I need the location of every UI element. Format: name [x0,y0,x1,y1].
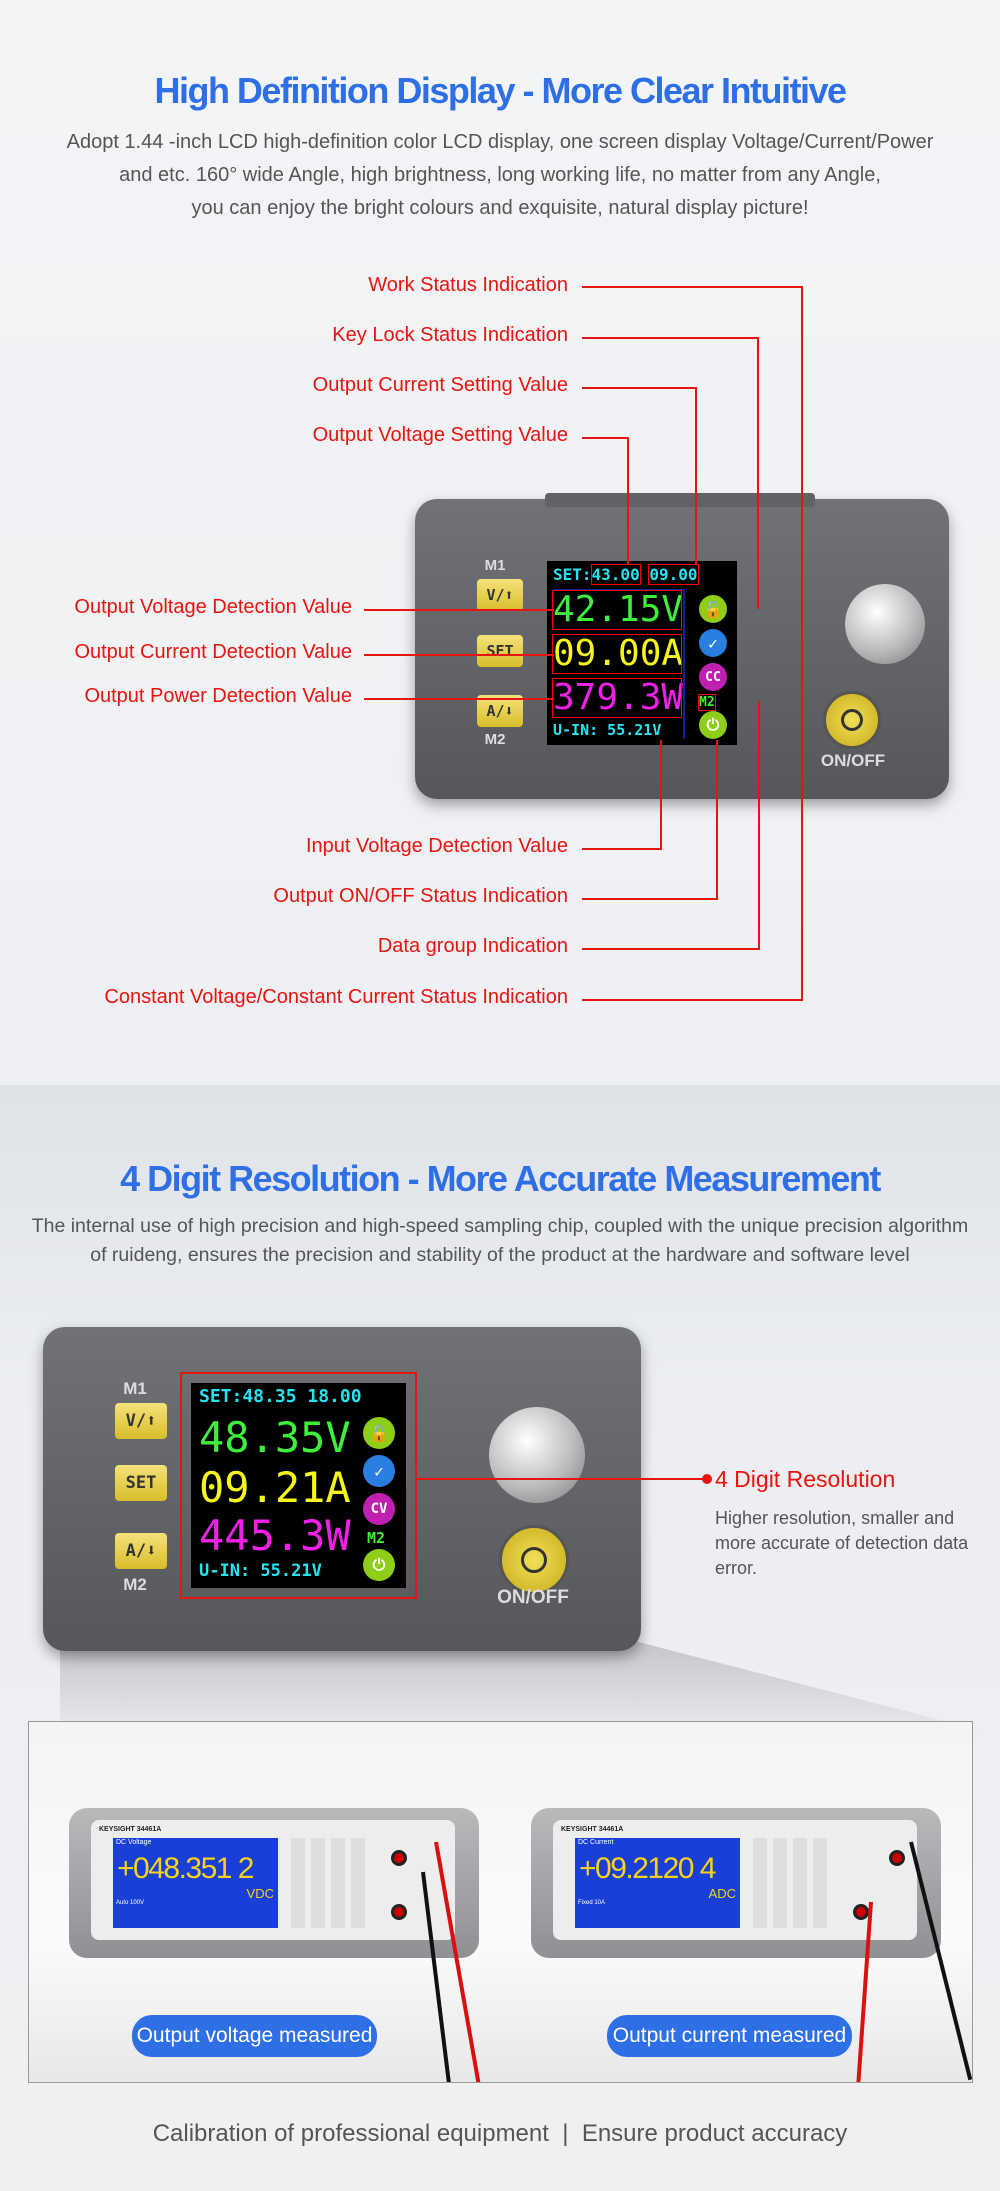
label-work-status: Work Status Indication [368,274,568,296]
section1-title: High Definition Display - More Clear Int… [154,70,847,111]
current-down-button[interactable]: A/⬇ [477,695,523,727]
device-panel: M1 V/⬆ SET A/⬇ M2 ON/OFF [415,493,949,799]
multimeter-current: KEYSIGHT 34461A DC Current +09.2120 4 AD… [531,1808,941,1958]
group-indicator: M2 [367,1529,386,1547]
lcd-screen: SET:43.00 09.00 42.15V 09.00A 379.3W U-I… [547,561,737,745]
section2-title: 4 Digit Resolution - More Accurate Measu… [120,1158,881,1199]
label-key-lock: Key Lock Status Indication [332,324,568,346]
power-icon [521,1547,547,1573]
current-reading: 09.21A [199,1463,351,1512]
cc-status-icon: CC [699,663,727,691]
label-input-voltage: Input Voltage Detection Value [305,835,568,857]
unlock-icon: 🔓 [363,1417,395,1449]
label-voltage-detection: Output Voltage Detection Value [74,596,352,618]
meter-range: Auto 100V [116,1900,145,1906]
meter-mode: DC Voltage [116,1839,152,1846]
current-measured-badge: Output current measured [607,2015,852,2057]
label-onoff-status: Output ON/OFF Status Indication [273,885,568,907]
voltage-up-button[interactable]: V/⬆ [115,1403,167,1439]
para-line: of ruideng, ensures the precision and st… [90,1244,910,1266]
voltage-measured-badge: Output voltage measured [132,2015,377,2057]
power-icon [841,709,863,731]
power-reading: 379.3W [552,677,684,718]
voltage-reading: 42.15V [552,589,684,630]
set-values: SET:48.35 18.00 [199,1386,362,1407]
meter-unit: ADC [708,1886,736,1901]
meter-reading: +048.351 2 [117,1852,254,1885]
resolution-highlight [180,1372,417,1599]
callout-line: Higher resolution, smaller and [715,1508,955,1528]
cv-status-icon: CV [363,1493,395,1525]
set-label: SET: [553,565,592,584]
meter-brand: KEYSIGHT [561,1826,597,1833]
power-button[interactable] [823,691,881,749]
set-current: 09.00 [648,564,699,585]
meter-model: 34461A [136,1826,162,1833]
footer-tagline: Calibration of professional equipment | … [152,2120,848,2147]
meter-brand: KEYSIGHT [99,1826,135,1833]
callout-line: error. [715,1558,758,1578]
label-data-group: Data group Indication [377,935,568,957]
label-current-detection: Output Current Detection Value [74,641,352,663]
input-voltage-reading: U-IN: 55.21V [553,721,662,739]
rotary-knob[interactable] [489,1407,585,1503]
section1-paragraph: Adopt 1.44 -inch LCD high-definition col… [0,126,1000,225]
voltage-up-button[interactable]: V/⬆ [477,579,523,611]
group-indicator: M2 [698,694,716,711]
para-line: and etc. 160° wide Angle, high brightnes… [119,164,881,186]
meter-unit: VDC [246,1886,274,1901]
m1-label: M1 [484,557,506,574]
power-status-icon: ⏻ [699,711,727,739]
meter-reading: +09.2120 4 [579,1852,716,1885]
current-down-button[interactable]: A/⬇ [115,1533,167,1569]
callout-title: 4 Digit Resolution [715,1466,896,1492]
input-voltage-reading: U-IN: 55.21V [199,1561,322,1581]
section2-paragraph: The internal use of high precision and h… [0,1212,1000,1270]
power-button[interactable] [499,1525,569,1595]
label-voltage-setting: Output Voltage Setting Value [312,424,568,446]
input-jack [853,1904,869,1920]
input-jack [391,1850,407,1866]
set-button[interactable]: SET [477,635,523,667]
onoff-label: ON/OFF [820,751,886,770]
meter-range: Fixed 10A [578,1900,606,1906]
label-power-detection: Output Power Detection Value [84,685,352,707]
callout-dot [702,1474,712,1484]
multimeter-photo: KEYSIGHT 34461A DC Voltage +048.351 2 VD… [28,1721,973,2083]
meter-mode: DC Current [578,1839,614,1846]
meter-display: DC Voltage +048.351 2 VDC Auto 100V [113,1838,278,1928]
multimeter-voltage: KEYSIGHT 34461A DC Voltage +048.351 2 VD… [69,1808,479,1958]
meter-keypad [753,1838,833,1928]
device-top-rail [545,493,815,507]
m2-label: M2 [123,1575,147,1594]
unlock-icon: 🔓 [699,595,727,623]
power-status-icon: ⏻ [363,1549,395,1581]
onoff-label: ON/OFF [497,1587,569,1608]
callout-line: more accurate of detection data [715,1533,969,1553]
voltage-reading: 48.35V [199,1413,351,1462]
power-reading: 445.3W [199,1511,351,1560]
meter-model: 34461A [598,1826,624,1833]
meter-display: DC Current +09.2120 4 ADC Fixed 10A [575,1838,740,1928]
label-cv-cc-status: Constant Voltage/Constant Current Status… [104,986,568,1008]
m1-label: M1 [123,1379,147,1398]
para-line: Adopt 1.44 -inch LCD high-definition col… [66,131,934,153]
set-button[interactable]: SET [115,1465,167,1501]
para-line: you can enjoy the bright colours and exq… [191,197,809,219]
current-reading: 09.00A [552,633,684,674]
rotary-knob[interactable] [845,584,925,664]
check-icon: ✓ [699,629,727,657]
para-line: The internal use of high precision and h… [31,1215,969,1237]
input-jack [889,1850,905,1866]
input-jack [391,1904,407,1920]
set-voltage: 43.00 [590,564,641,585]
lcd-screen-2: SET:48.35 18.00 48.35V 09.21A 445.3W U-I… [191,1383,406,1588]
meter-keypad [291,1838,371,1928]
label-current-setting: Output Current Setting Value [312,374,568,396]
m2-label: M2 [484,731,506,748]
check-icon: ✓ [363,1455,395,1487]
callout-text: Higher resolution, smaller and more accu… [715,1506,968,1581]
